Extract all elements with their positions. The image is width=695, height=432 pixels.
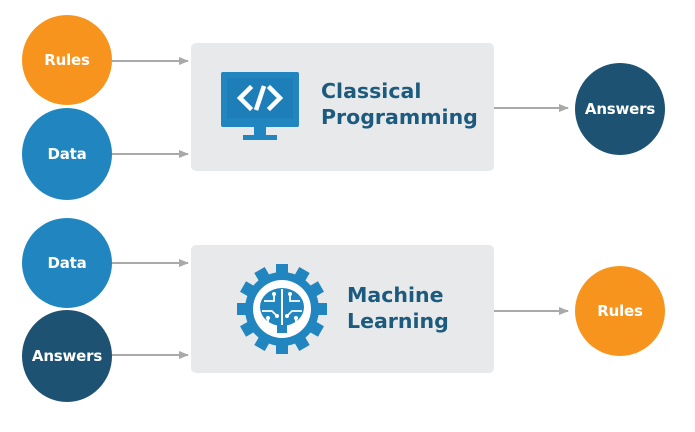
classical-title-line1: Classical — [321, 79, 422, 103]
machine-learning-title: Machine Learning — [347, 282, 449, 334]
classical-input-rules: Rules — [22, 15, 112, 105]
classical-programming-title: Classical Programming — [321, 78, 478, 130]
ml-output-rules: Rules — [575, 266, 665, 356]
classical-input-data: Data — [22, 108, 112, 200]
code-monitor-icon — [221, 72, 299, 140]
classical-title-line2: Programming — [321, 105, 478, 129]
ml-title-line1: Machine — [347, 283, 444, 307]
ml-title-line2: Learning — [347, 309, 449, 333]
classical-programming-box: Classical Programming — [191, 43, 494, 171]
classical-output-answers: Answers — [575, 63, 665, 155]
machine-learning-box: Machine Learning — [191, 245, 494, 373]
brain-gear-icon — [237, 264, 327, 354]
ml-input-data: Data — [22, 218, 112, 308]
ml-input-answers: Answers — [22, 310, 112, 402]
